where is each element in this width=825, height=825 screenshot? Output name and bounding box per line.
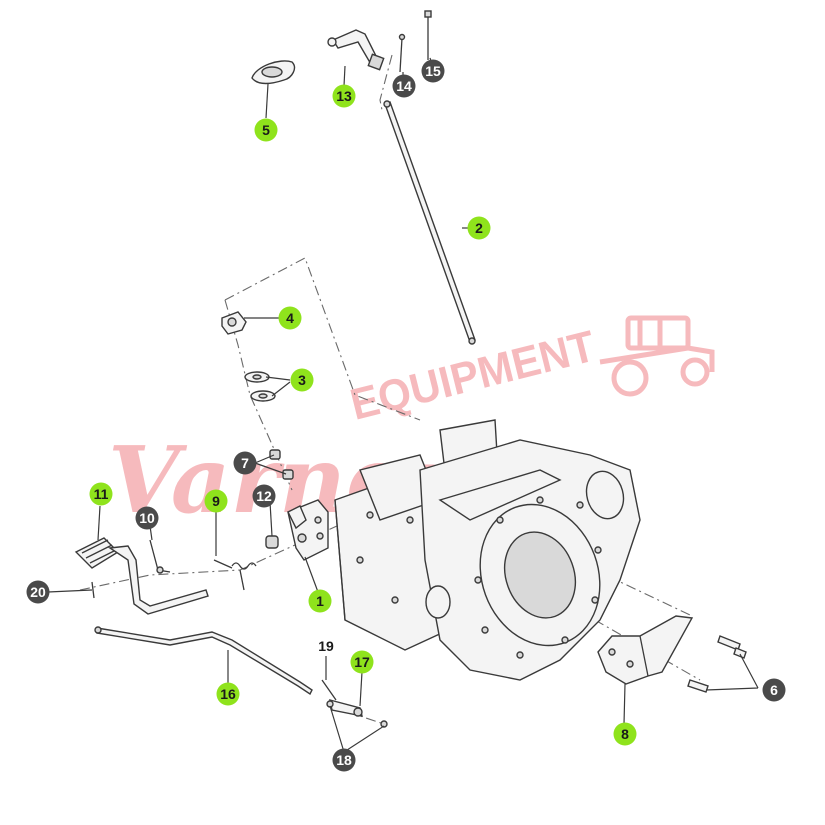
callout-badge [254,118,278,142]
callout-label: 4 [286,310,294,326]
part-2-long-rod [383,100,476,345]
callout-12: 12 [252,484,276,508]
part-11-pedal [74,537,209,615]
callout-label: 14 [396,78,412,94]
callout-15: 15 [421,59,445,83]
callout-3: 3 [290,368,314,392]
callout-18: 18 [332,748,356,772]
callout-label: 13 [336,88,352,104]
callout-badge [308,589,332,613]
part-17-clevis [329,699,363,717]
callout-badge [26,580,50,604]
callout-badge [332,748,356,772]
part-6-bolts [687,635,747,693]
callout-label: 15 [425,63,441,79]
callout-8: 8 [613,722,637,746]
callout-badge [332,84,356,108]
callout-label: 2 [475,220,483,236]
part-13-rod-arm [327,29,385,71]
callout-14: 14 [392,74,416,98]
callout-11: 11 [89,482,113,506]
callout-1: 1 [308,589,332,613]
part-18-pins [326,700,388,728]
flange-bolt-holes [356,496,602,659]
callout-label: 12 [256,488,272,504]
callout-4: 4 [278,306,302,330]
callout-badge [421,59,445,83]
callout-20: 20 [26,580,50,604]
part-15-pin [424,10,432,60]
part-7-nuts [269,449,294,480]
callout-badge [278,306,302,330]
callout-13: 13 [332,84,356,108]
callout-19: 19 [318,638,334,654]
callout-label: 9 [212,493,220,509]
transmission-housing [334,419,641,681]
callout-label: 18 [336,752,352,768]
tractor-logo-icon [599,315,715,397]
callout-badge [233,451,257,475]
callout-badge [467,216,491,240]
part-1-bracket [287,499,329,561]
callout-2: 2 [467,216,491,240]
callout-label: 16 [220,686,236,702]
part-16-link-rod [94,626,313,696]
callout-badge [290,368,314,392]
part-4-clevis [221,311,247,335]
callout-17: 17 [350,650,374,674]
callout-badge [216,682,240,706]
callout-9: 9 [204,489,228,513]
callout-label: 6 [770,682,778,698]
part-9-spring [213,559,257,591]
part-10-pin [149,539,171,574]
callout-badge [89,482,113,506]
callout-badge [613,722,637,746]
callout-7: 7 [233,451,257,475]
callout-16: 16 [216,682,240,706]
part-5-knob [251,60,296,119]
callout-10: 10 [135,506,159,530]
part-20-pin [91,581,95,599]
callout-badge [392,74,416,98]
callout-label: 20 [30,584,46,600]
callout-badge [350,650,374,674]
callout-badge [135,506,159,530]
part-12-bushing [265,535,279,549]
part-19-pin [321,679,337,701]
callout-label: 10 [139,510,155,526]
callout-label: 3 [298,372,306,388]
part-8-mount-bracket [597,615,694,685]
callout-6: 6 [762,678,786,702]
callout-label: 7 [241,455,249,471]
callout-label: 19 [318,638,334,654]
callout-badge [252,484,276,508]
leader-lines [47,57,759,753]
callout-label: 17 [354,654,370,670]
part-3-washers [244,371,276,402]
part-14-pin [398,33,406,73]
callout-badge [204,489,228,513]
callout-label: 1 [316,593,324,609]
callout-5: 5 [254,118,278,142]
callout-label: 8 [621,726,629,742]
callout-label: 5 [262,122,270,138]
callout-badge [762,678,786,702]
callout-label: 11 [94,486,109,502]
